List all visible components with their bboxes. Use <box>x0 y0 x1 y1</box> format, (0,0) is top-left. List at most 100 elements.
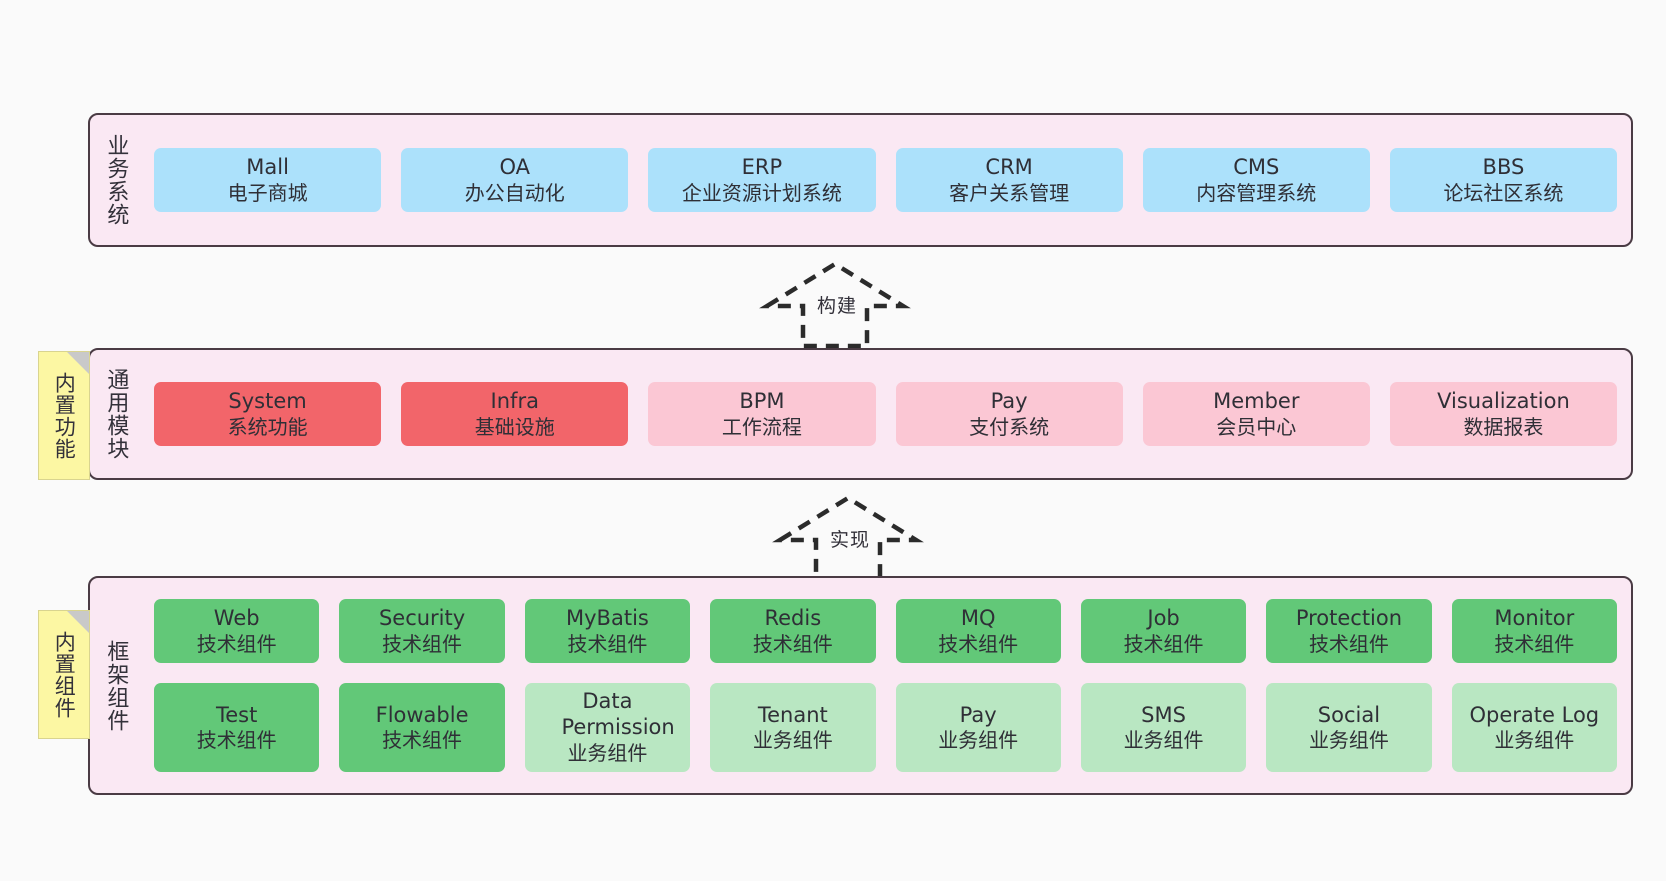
sticky-note-label: 内置功能 <box>52 371 77 460</box>
layer-body-framework: Web 技术组件 Security 技术组件 MyBatis 技术组件 Redi… <box>140 578 1631 793</box>
node-title: Protection <box>1295 605 1403 630</box>
connector-implement-label: 实现 <box>829 529 870 551</box>
connector-implement: 实现 <box>768 492 928 583</box>
node-subtitle: 企业资源计划系统 <box>681 180 842 205</box>
node-title: ERP <box>741 154 783 179</box>
node-row: Mall 电子商城 OA 办公自动化 ERP 企业资源计划系统 CRM 客户关系… <box>154 147 1618 213</box>
connector-build-label: 构建 <box>816 295 857 317</box>
node-title: BPM <box>739 388 785 413</box>
node-subtitle: 技术组件 <box>1123 631 1204 656</box>
node-subtitle: 业务组件 <box>1308 728 1389 753</box>
node-title: Monitor <box>1494 605 1575 630</box>
node-title: Visualization <box>1437 388 1570 413</box>
node-infra[interactable]: Infra 基础设施 <box>401 381 629 447</box>
layer-body-common: System 系统功能 Infra 基础设施 BPM 工作流程 Pay 支付系统… <box>140 350 1631 478</box>
build-arrow-icon <box>759 261 911 349</box>
implement-arrow-icon <box>772 495 924 583</box>
node-title: BBS <box>1482 154 1525 179</box>
node-subtitle: 技术组件 <box>1494 631 1575 656</box>
node-bbs[interactable]: BBS 论坛社区系统 <box>1389 147 1618 213</box>
layer-common-module: 通用模块 System 系统功能 Infra 基础设施 BPM 工作流程 Pay <box>88 348 1633 480</box>
node-subtitle: 技术组件 <box>382 631 463 656</box>
sticky-note-builtin-component: 内置组件 <box>38 610 90 739</box>
node-mall[interactable]: Mall 电子商城 <box>154 147 382 213</box>
layer-body-business: Mall 电子商城 OA 办公自动化 ERP 企业资源计划系统 CRM 客户关系… <box>140 115 1631 245</box>
node-subtitle: 基础设施 <box>474 414 555 439</box>
node-crm[interactable]: CRM 客户关系管理 <box>895 147 1123 213</box>
node-subtitle: 技术组件 <box>567 631 648 656</box>
node-subtitle: 支付系统 <box>969 414 1050 439</box>
node-redis[interactable]: Redis 技术组件 <box>710 598 876 664</box>
folded-corner-icon <box>67 352 89 374</box>
node-mybatis[interactable]: MyBatis 技术组件 <box>524 598 691 664</box>
node-oa[interactable]: OA 办公自动化 <box>401 147 629 213</box>
node-subtitle: 业务组件 <box>938 728 1019 753</box>
node-row: Web 技术组件 Security 技术组件 MyBatis 技术组件 Redi… <box>154 598 1617 664</box>
node-monitor[interactable]: Monitor 技术组件 <box>1451 598 1617 664</box>
node-title: Infra <box>490 388 539 413</box>
node-subtitle: 技术组件 <box>752 631 833 656</box>
node-flowable[interactable]: Flowable 技术组件 <box>339 683 505 773</box>
node-erp[interactable]: ERP 企业资源计划系统 <box>648 147 876 213</box>
node-protection[interactable]: Protection 技术组件 <box>1266 598 1432 664</box>
node-subtitle: 业务组件 <box>1494 728 1575 753</box>
layer-business-system: 业务系统 Mall 电子商城 OA 办公自动化 ERP 企业资源计划系统 CRM <box>88 113 1633 247</box>
node-title: Social <box>1317 702 1381 727</box>
node-pay-module[interactable]: Pay 支付系统 <box>895 381 1123 447</box>
node-subtitle: 技术组件 <box>196 631 277 656</box>
layer-title-framework: 框架组件 <box>103 639 129 732</box>
node-title: MQ <box>960 605 996 630</box>
node-subtitle: 论坛社区系统 <box>1443 180 1564 205</box>
node-subtitle: 业务组件 <box>1123 728 1204 753</box>
node-title: Job <box>1147 605 1180 630</box>
layer-title-common: 通用模块 <box>103 368 129 460</box>
layer-title-business: 业务系统 <box>103 134 129 226</box>
node-bpm[interactable]: BPM 工作流程 <box>648 381 876 447</box>
sticky-note-label: 内置组件 <box>52 630 77 719</box>
node-tenant[interactable]: Tenant 业务组件 <box>710 683 876 773</box>
node-subtitle: 电子商城 <box>227 180 308 205</box>
node-test[interactable]: Test 技术组件 <box>154 683 320 773</box>
node-title: Member <box>1213 388 1300 413</box>
node-title: CMS <box>1233 154 1280 179</box>
node-title: Operate Log <box>1469 702 1600 727</box>
node-subtitle: 系统功能 <box>227 414 308 439</box>
node-title: Web <box>213 605 260 630</box>
node-subtitle: 办公自动化 <box>464 180 565 205</box>
node-member[interactable]: Member 会员中心 <box>1142 381 1370 447</box>
node-title: Tenant <box>757 702 828 727</box>
node-cms[interactable]: CMS 内容管理系统 <box>1142 147 1370 213</box>
node-row: System 系统功能 Infra 基础设施 BPM 工作流程 Pay 支付系统… <box>154 381 1618 447</box>
node-subtitle: 内容管理系统 <box>1196 180 1317 205</box>
node-sms[interactable]: SMS 业务组件 <box>1080 683 1247 773</box>
node-pay-component[interactable]: Pay 业务组件 <box>895 683 1061 773</box>
node-title: Test <box>216 702 258 727</box>
node-mq[interactable]: MQ 技术组件 <box>895 598 1061 664</box>
node-subtitle: 数据报表 <box>1463 414 1544 439</box>
node-web[interactable]: Web 技术组件 <box>154 598 320 664</box>
node-title: Mall <box>246 154 289 179</box>
node-subtitle: 技术组件 <box>382 728 463 753</box>
node-job[interactable]: Job 技术组件 <box>1080 598 1247 664</box>
node-title: CRM <box>985 154 1033 179</box>
node-title: System <box>228 388 307 413</box>
node-row: Test 技术组件 Flowable 技术组件 Data Permission … <box>154 683 1617 773</box>
node-security[interactable]: Security 技术组件 <box>339 598 505 664</box>
node-operate-log[interactable]: Operate Log 业务组件 <box>1451 683 1617 773</box>
node-title: Pay <box>990 388 1028 413</box>
node-subtitle: 技术组件 <box>938 631 1019 656</box>
node-title: Security <box>378 605 466 630</box>
node-subtitle: 技术组件 <box>196 728 277 753</box>
node-subtitle: 技术组件 <box>1308 631 1389 656</box>
node-subtitle: 业务组件 <box>567 740 648 765</box>
node-social[interactable]: Social 业务组件 <box>1266 683 1432 773</box>
node-title: Pay <box>959 702 997 727</box>
node-visualization[interactable]: Visualization 数据报表 <box>1389 381 1618 447</box>
node-title: MyBatis <box>566 605 649 630</box>
sticky-note-builtin-function: 内置功能 <box>38 351 90 480</box>
node-title: Redis <box>764 605 822 630</box>
node-data-permission[interactable]: Data Permission 业务组件 <box>524 683 691 773</box>
node-system[interactable]: System 系统功能 <box>154 381 382 447</box>
node-subtitle: 会员中心 <box>1216 414 1297 439</box>
node-subtitle: 客户关系管理 <box>949 180 1070 205</box>
